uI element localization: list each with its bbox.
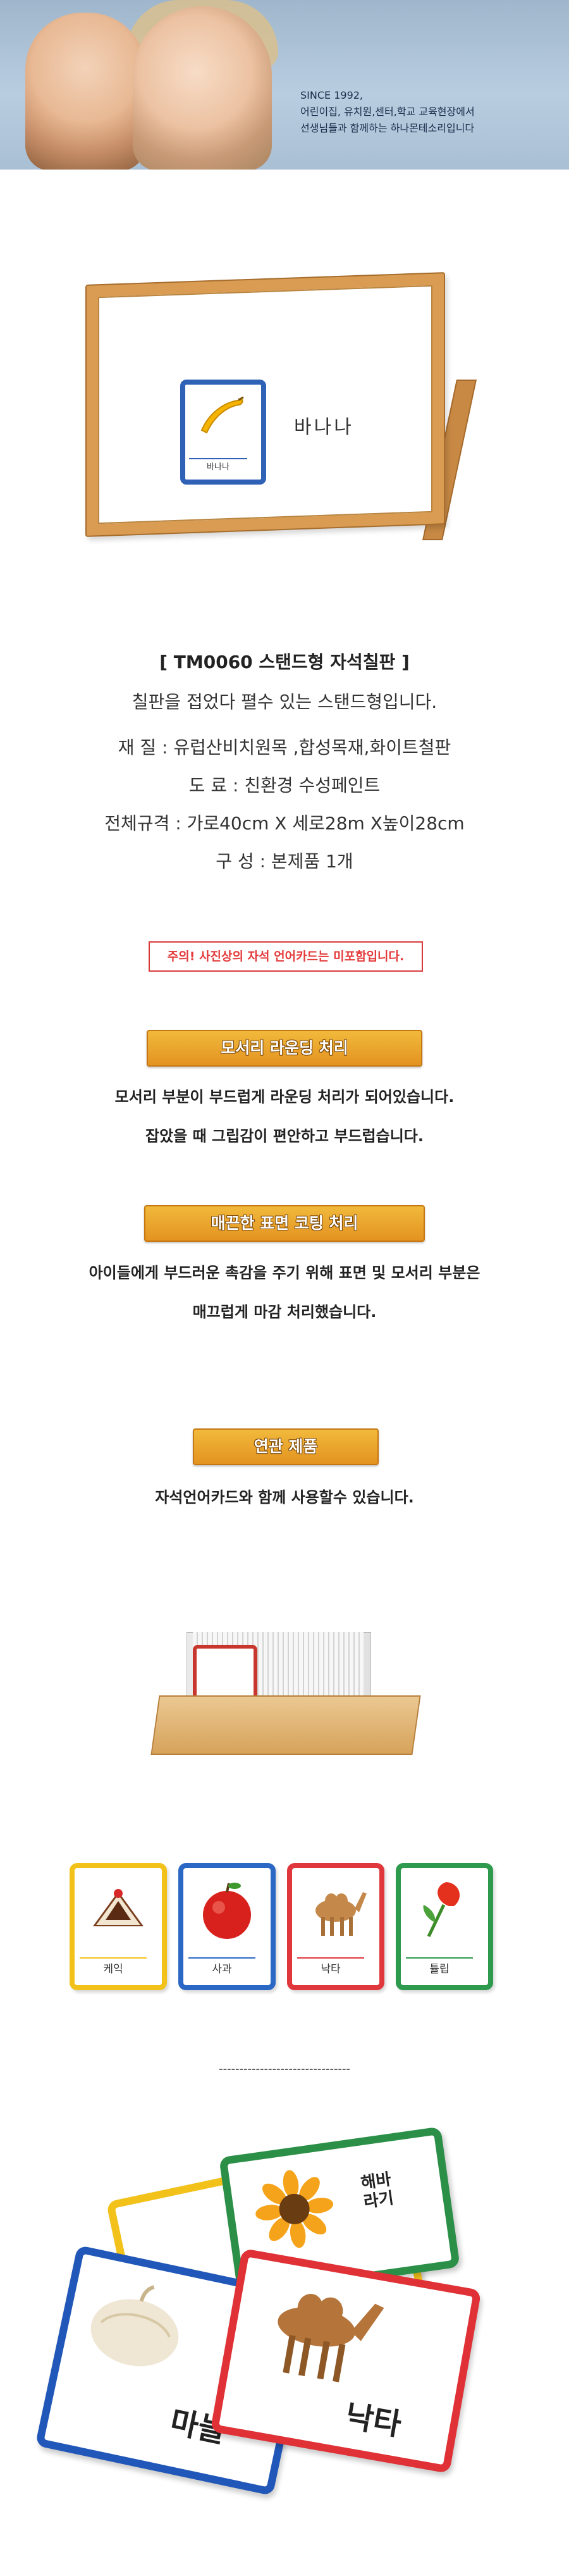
product-material: 재 질 : 유럽산비치원목 ,합성목재,화이트철판 [118, 737, 451, 758]
camel-icon [278, 2294, 384, 2382]
wooden-tray [150, 1695, 421, 1755]
product-title: [ TM0060 스탠드형 자석칠판 ] [159, 652, 410, 672]
stacked-card-garlic: 마늘 [35, 2245, 315, 2496]
child-photo-right [133, 6, 272, 170]
easel-product-image: 바나나 바나나 [85, 272, 477, 544]
divider: -------------------------------- [219, 2062, 350, 2076]
banana-icon [200, 396, 244, 434]
section-text: 모서리 부분이 부드럽게 라운딩 처리가 되어있습니다. [114, 1088, 455, 1106]
card-word: 낙타 [343, 2398, 404, 2443]
word-card-tulip: 튤립 [396, 1863, 493, 1990]
card-box-image [150, 1619, 421, 1755]
banana-card: 바나나 [180, 380, 266, 485]
product-paint: 도 료 : 친환경 수성페인트 [188, 775, 381, 796]
garlic-icon [90, 2285, 179, 2367]
word-card-camel: 낙타 [287, 1863, 384, 1990]
header-banner: SINCE 1992, 어린이집, 유치원,센터,학교 교육현장에서 선생님들과… [0, 0, 569, 170]
section-text: 아이들에게 부드러운 촉감을 주기 위해 표면 및 모서리 부분은 [89, 1264, 480, 1282]
card-word: 튤립 [406, 1957, 473, 1980]
product-composition: 구 성 : 본제품 1개 [216, 851, 353, 872]
apple-icon [203, 1883, 251, 1939]
sunflower-icon [255, 2170, 334, 2248]
warning-notice: 주의! 사진상의 자석 언어카드는 미포함입니다. [149, 941, 423, 972]
section-text: 자석언어카드와 함께 사용할수 있습니다. [155, 1489, 414, 1506]
camel-icon [315, 1892, 367, 1936]
banner-line: 어린이집, 유치원,센터,학교 교육현장에서 [300, 106, 475, 118]
card-word: 낙타 [297, 1957, 364, 1980]
product-description: 칠판을 접었다 펼수 있는 스탠드형입니다. [132, 691, 437, 712]
banner-line: 선생님들과 함께하는 하나몬테소리입니다 [300, 122, 475, 134]
card-word: 케익 [80, 1957, 147, 1980]
section-badge-coating: 매끈한 표면 코팅 처리 [144, 1205, 425, 1242]
stacked-card-sunflower: 해바라기 [219, 2126, 460, 2298]
card-word: 해바라기 [359, 2170, 395, 2212]
section-badge-related: 연관 제품 [193, 1428, 379, 1465]
section-text: 잡았을 때 그립감이 편안하고 부드럽습니다. [145, 1127, 424, 1145]
stacked-card-camel: 낙타 [210, 2248, 482, 2474]
banner-text: SINCE 1992, 어린이집, 유치원,센터,학교 교육현장에서 선생님들과… [300, 87, 560, 137]
handwritten-word: 바나나 [294, 416, 354, 438]
section-text: 매끄럽게 마감 처리했습니다. [192, 1303, 377, 1321]
card-label: 바나나 [189, 458, 247, 476]
word-card-apple: 사과 [178, 1863, 276, 1990]
word-card-cake: 케익 [70, 1863, 167, 1990]
product-size: 전체규격 : 가로40cm X 세로28m X높이28cm [104, 813, 465, 834]
card-word: 사과 [188, 1957, 255, 1980]
child-photo-left [25, 13, 145, 170]
section-badge-rounding: 모서리 라운딩 처리 [147, 1030, 422, 1067]
cake-icon [93, 1889, 144, 1926]
banner-line: SINCE 1992, [300, 89, 364, 101]
tulip-icon [423, 1882, 460, 1938]
